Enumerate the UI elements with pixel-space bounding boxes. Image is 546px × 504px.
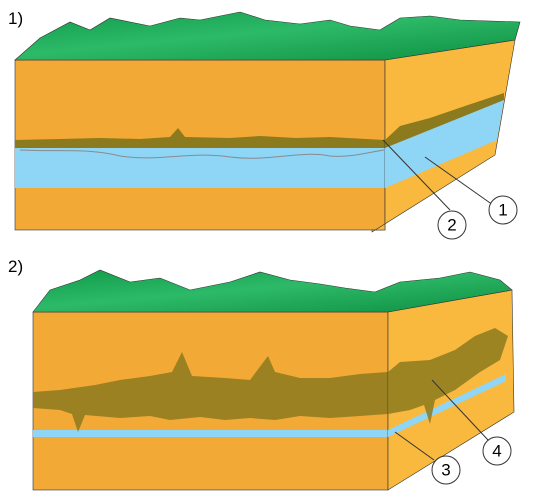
grass-surface-2	[32, 269, 513, 313]
grass-surface-1	[14, 11, 521, 61]
callout-circle	[437, 210, 467, 240]
leader-line	[424, 156, 494, 206]
callout-3-panel-2: 3	[394, 431, 461, 485]
aquifer-layer-front	[33, 430, 388, 437]
clay-lens-front	[15, 128, 385, 148]
contaminant-plume-side	[388, 328, 508, 424]
contaminant-plume-front	[33, 352, 388, 432]
aquifer-layer-side	[388, 374, 506, 437]
callout-circle	[431, 455, 461, 485]
callout-number: 4	[492, 442, 501, 461]
callout-number: 2	[447, 216, 456, 235]
panel-2-label: 2)	[8, 257, 23, 276]
callout-circle	[482, 436, 512, 466]
panel-2: 2) 3 4	[8, 257, 515, 491]
callout-1-panel-1: 1	[424, 156, 518, 225]
panel-1-front-face	[14, 59, 386, 231]
panel-1-label: 1)	[8, 9, 23, 28]
callout-2-panel-1: 2	[382, 139, 467, 240]
leader-line	[431, 379, 489, 441]
callout-circle	[488, 195, 518, 225]
panel-2-front-face	[32, 311, 389, 491]
callout-number: 1	[498, 201, 507, 220]
panel-1-side-face	[371, 39, 516, 233]
aquifer-layer-front	[15, 146, 385, 188]
water-table-line-front	[19, 149, 385, 159]
panel-1: 1) 2 1	[8, 9, 521, 240]
panel-2-side-face	[387, 289, 515, 491]
callout-4-panel-2: 4	[431, 379, 512, 466]
aquifer-layer-side	[385, 100, 504, 188]
leader-line	[394, 431, 435, 461]
callout-number: 3	[441, 461, 450, 480]
leader-line	[382, 139, 451, 211]
clay-lens-side	[385, 93, 504, 148]
